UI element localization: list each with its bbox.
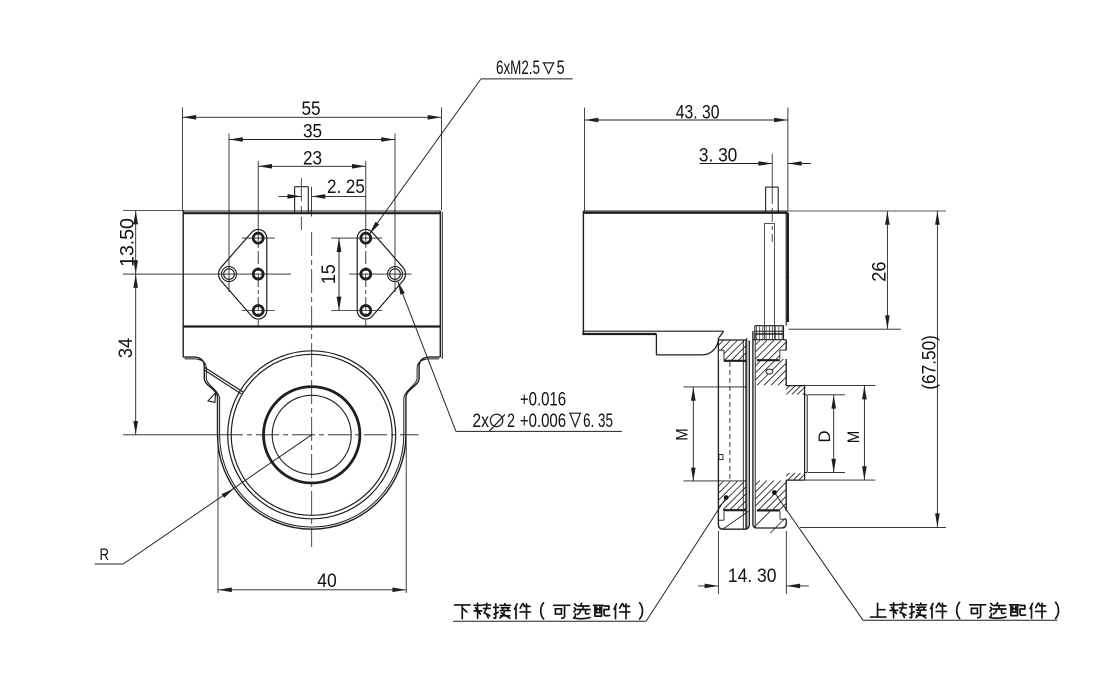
svg-text:43. 30: 43. 30: [676, 102, 720, 123]
svg-text:14. 30: 14. 30: [728, 566, 777, 587]
svg-text:13.50: 13.50: [118, 218, 139, 267]
svg-text:26: 26: [870, 261, 891, 281]
svg-text:(67.50): (67.50): [919, 335, 940, 390]
svg-text:6xM2.5: 6xM2.5: [496, 58, 540, 79]
svg-text:M: M: [844, 431, 863, 444]
svg-text:+0.006: +0.006: [520, 411, 566, 432]
svg-text:2x: 2x: [472, 411, 489, 432]
svg-text:2: 2: [507, 411, 515, 432]
svg-text:M: M: [673, 428, 692, 441]
svg-text:15: 15: [319, 264, 340, 284]
svg-text:2. 25: 2. 25: [327, 177, 365, 198]
svg-text:+0.016: +0.016: [520, 390, 566, 411]
svg-text:R: R: [100, 545, 110, 564]
svg-text:55: 55: [301, 99, 320, 120]
svg-text:3. 30: 3. 30: [699, 146, 737, 167]
svg-text:40: 40: [317, 571, 337, 592]
svg-text:23: 23: [303, 148, 322, 169]
svg-text:D: D: [815, 431, 834, 443]
svg-text:5: 5: [557, 58, 565, 79]
svg-text:35: 35: [303, 121, 322, 142]
svg-text:6. 35: 6. 35: [583, 411, 613, 432]
svg-text:34: 34: [116, 337, 137, 358]
